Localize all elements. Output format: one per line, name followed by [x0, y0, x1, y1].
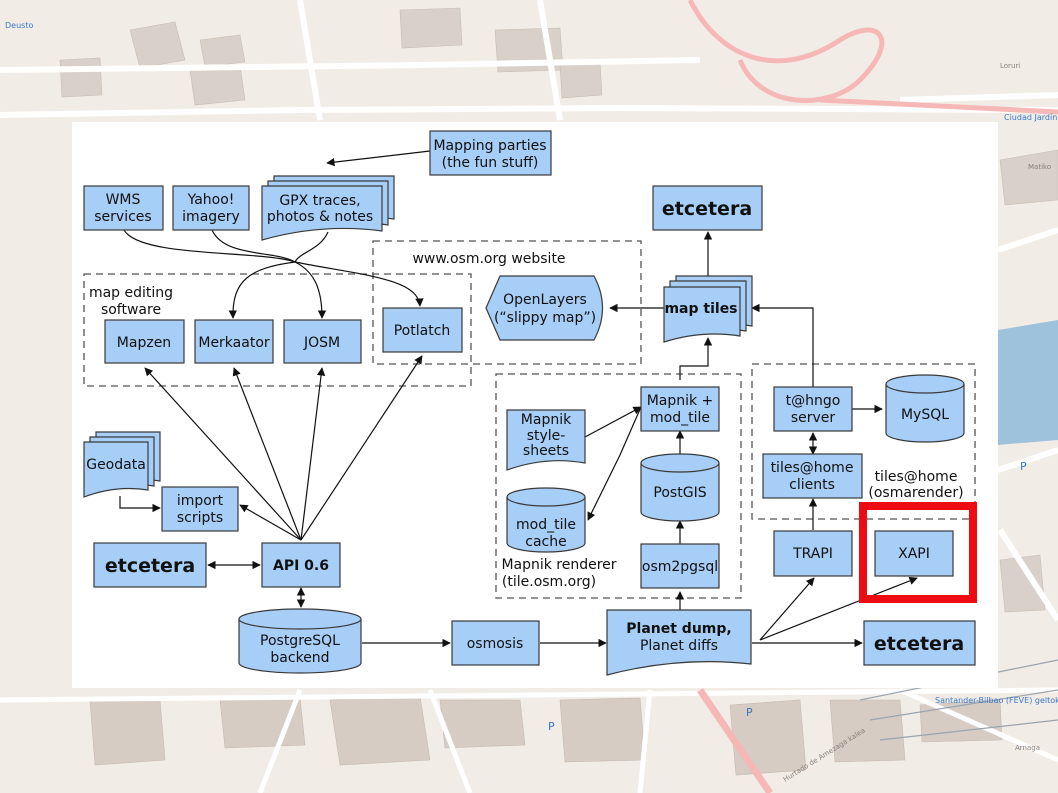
map-label-matiko: Matiko: [1028, 163, 1051, 171]
node-etcetera-top-label: etcetera: [662, 198, 752, 220]
node-tiles-clients: tiles@home clients: [762, 453, 863, 499]
node-tiles-clients-line1: tiles@home: [771, 460, 854, 476]
node-mapzen: Mapzen: [104, 319, 185, 364]
node-potlatch-label: Potlatch: [394, 323, 451, 339]
cluster-mapnik-border: [495, 373, 742, 599]
node-api: API 0.6: [261, 542, 341, 588]
node-xapi: XAPI: [874, 530, 954, 577]
node-mapnik-styles-line2: style-: [527, 428, 566, 444]
highlight-box-xapi: [859, 502, 977, 603]
cluster-website-label: www.osm.org website: [412, 251, 565, 267]
node-mapnik-modtile-line2: mod_tile: [650, 410, 710, 426]
node-mapnik-styles-line1: Mapnik: [521, 412, 572, 428]
node-modtile-cache-line1: mod_tile: [516, 517, 576, 533]
node-map-tiles: map tiles: [663, 275, 753, 343]
node-postgresql-line2: backend: [270, 650, 329, 666]
node-openlayers-line1: OpenLayers: [503, 292, 587, 308]
node-mapping-parties-line2: (the fun stuff): [442, 155, 539, 171]
node-yahoo-line2: imagery: [182, 209, 240, 225]
node-mapnik-stylesheets: Mapnik style- sheets: [506, 409, 586, 471]
cluster-tilesathome: tiles@home (osmarender): [751, 363, 976, 520]
node-modtile-cache: mod_tile cache: [506, 487, 586, 553]
node-etcetera-top: etcetera: [652, 185, 763, 231]
node-import-scripts: import scripts: [161, 486, 239, 532]
node-gpx-line1: GPX traces,: [279, 193, 360, 209]
map-label-santander: Santander-Bilbao (FEVE) geltok: [935, 696, 1058, 705]
node-map-tiles-label: map tiles: [664, 301, 737, 317]
node-postgresql-line1: PostgreSQL: [260, 633, 340, 649]
node-geodata: Geodata: [83, 431, 161, 498]
node-etcetera-left: etcetera: [93, 542, 207, 588]
node-mapping-parties-line1: Mapping parties: [433, 138, 546, 154]
node-mapzen-label: Mapzen: [117, 335, 171, 351]
node-etcetera-right: etcetera: [863, 620, 976, 666]
node-geodata-label: Geodata: [86, 457, 146, 473]
node-wms-line1: WMS: [106, 192, 141, 208]
node-postgis-label: PostGIS: [653, 485, 706, 501]
node-mysql: MySQL: [885, 374, 965, 443]
cluster-map-editing-label-line2: software: [101, 302, 161, 318]
map-label-loruri: Loruri: [1000, 62, 1020, 70]
node-import-line1: import: [177, 493, 224, 509]
node-mapping-parties: Mapping parties (the fun stuff): [429, 130, 552, 176]
node-yahoo-line1: Yahoo!: [187, 192, 235, 208]
cluster-mapnik: Mapnik renderer (tile.osm.org): [495, 373, 742, 599]
node-osm2pgsql: osm2pgsql: [640, 543, 720, 589]
node-mapnik-styles-line3: sheets: [523, 443, 569, 459]
cluster-website: www.osm.org website: [372, 240, 642, 365]
map-parking-icon: P: [548, 720, 555, 733]
node-merkaartor: Merkaator: [194, 319, 274, 364]
node-tahngo-server: t@hngo server: [773, 386, 853, 432]
map-parking-icon: P: [746, 706, 753, 719]
cluster-mapnik-label-line2: (tile.osm.org): [502, 574, 596, 590]
map-label-deusto: Deusto: [5, 21, 33, 30]
node-planet-dump: Planet dump, Planet diffs: [606, 609, 752, 676]
node-gpx-traces: GPX traces, photos & notes: [261, 175, 395, 241]
node-trapi: TRAPI: [773, 530, 853, 577]
map-label-ciudad-jardin: Ciudad Jardín: [1004, 113, 1057, 122]
node-potlatch: Potlatch: [382, 307, 463, 353]
node-wms-services: WMS services: [83, 185, 164, 231]
node-xapi-label: XAPI: [898, 546, 930, 562]
node-tahngo-line2: server: [791, 410, 836, 426]
node-tiles-clients-line2: clients: [789, 477, 835, 493]
node-planet-dump-line1: Planet dump,: [626, 621, 731, 637]
node-josm: JOSM: [283, 319, 362, 364]
node-gpx-line2: photos & notes: [267, 209, 373, 225]
node-mapnik-modtile-line1: Mapnik +: [647, 393, 714, 409]
node-postgresql: PostgreSQL backend: [238, 608, 362, 674]
node-tahngo-line1: t@hngo: [786, 393, 841, 409]
cluster-map-editing: map editing software: [83, 273, 472, 387]
edges: [119, 150, 918, 648]
node-merkaartor-label: Merkaator: [198, 335, 270, 351]
node-import-line2: scripts: [177, 510, 223, 526]
map-label-arnaga: Arnaga: [1015, 744, 1040, 752]
node-api-label: API 0.6: [273, 558, 329, 574]
node-osmosis-label: osmosis: [467, 636, 524, 652]
node-postgis: PostGIS: [640, 453, 720, 522]
cluster-tilesathome-border: [751, 363, 976, 520]
node-osmosis: osmosis: [451, 620, 540, 666]
cluster-map-editing-border: [83, 273, 472, 387]
node-openlayers: OpenLayers (“slippy map”): [485, 275, 603, 341]
cluster-mapnik-label-line1: Mapnik renderer: [501, 557, 616, 573]
cluster-website-border: [372, 240, 642, 365]
node-etcetera-left-label: etcetera: [105, 555, 195, 577]
node-mysql-label: MySQL: [901, 407, 949, 423]
map-parking-icon: P: [1020, 460, 1027, 473]
cluster-map-editing-label-line1: map editing: [89, 285, 173, 301]
node-openlayers-line2: (“slippy map”): [494, 310, 596, 326]
node-trapi-label: TRAPI: [792, 546, 833, 562]
node-modtile-cache-line2: cache: [525, 534, 566, 550]
node-planet-dump-line2: Planet diffs: [640, 638, 718, 654]
node-osm2pgsql-label: osm2pgsql: [642, 559, 718, 575]
node-mapnik-modtile: Mapnik + mod_tile: [640, 386, 720, 432]
node-josm-label: JOSM: [303, 335, 340, 351]
cluster-tilesathome-label-line2: (osmarender): [868, 485, 963, 501]
node-yahoo-imagery: Yahoo! imagery: [172, 185, 250, 231]
node-etcetera-right-label: etcetera: [874, 633, 964, 655]
node-wms-line2: services: [94, 209, 151, 225]
cluster-tilesathome-label-line1: tiles@home: [875, 469, 958, 485]
